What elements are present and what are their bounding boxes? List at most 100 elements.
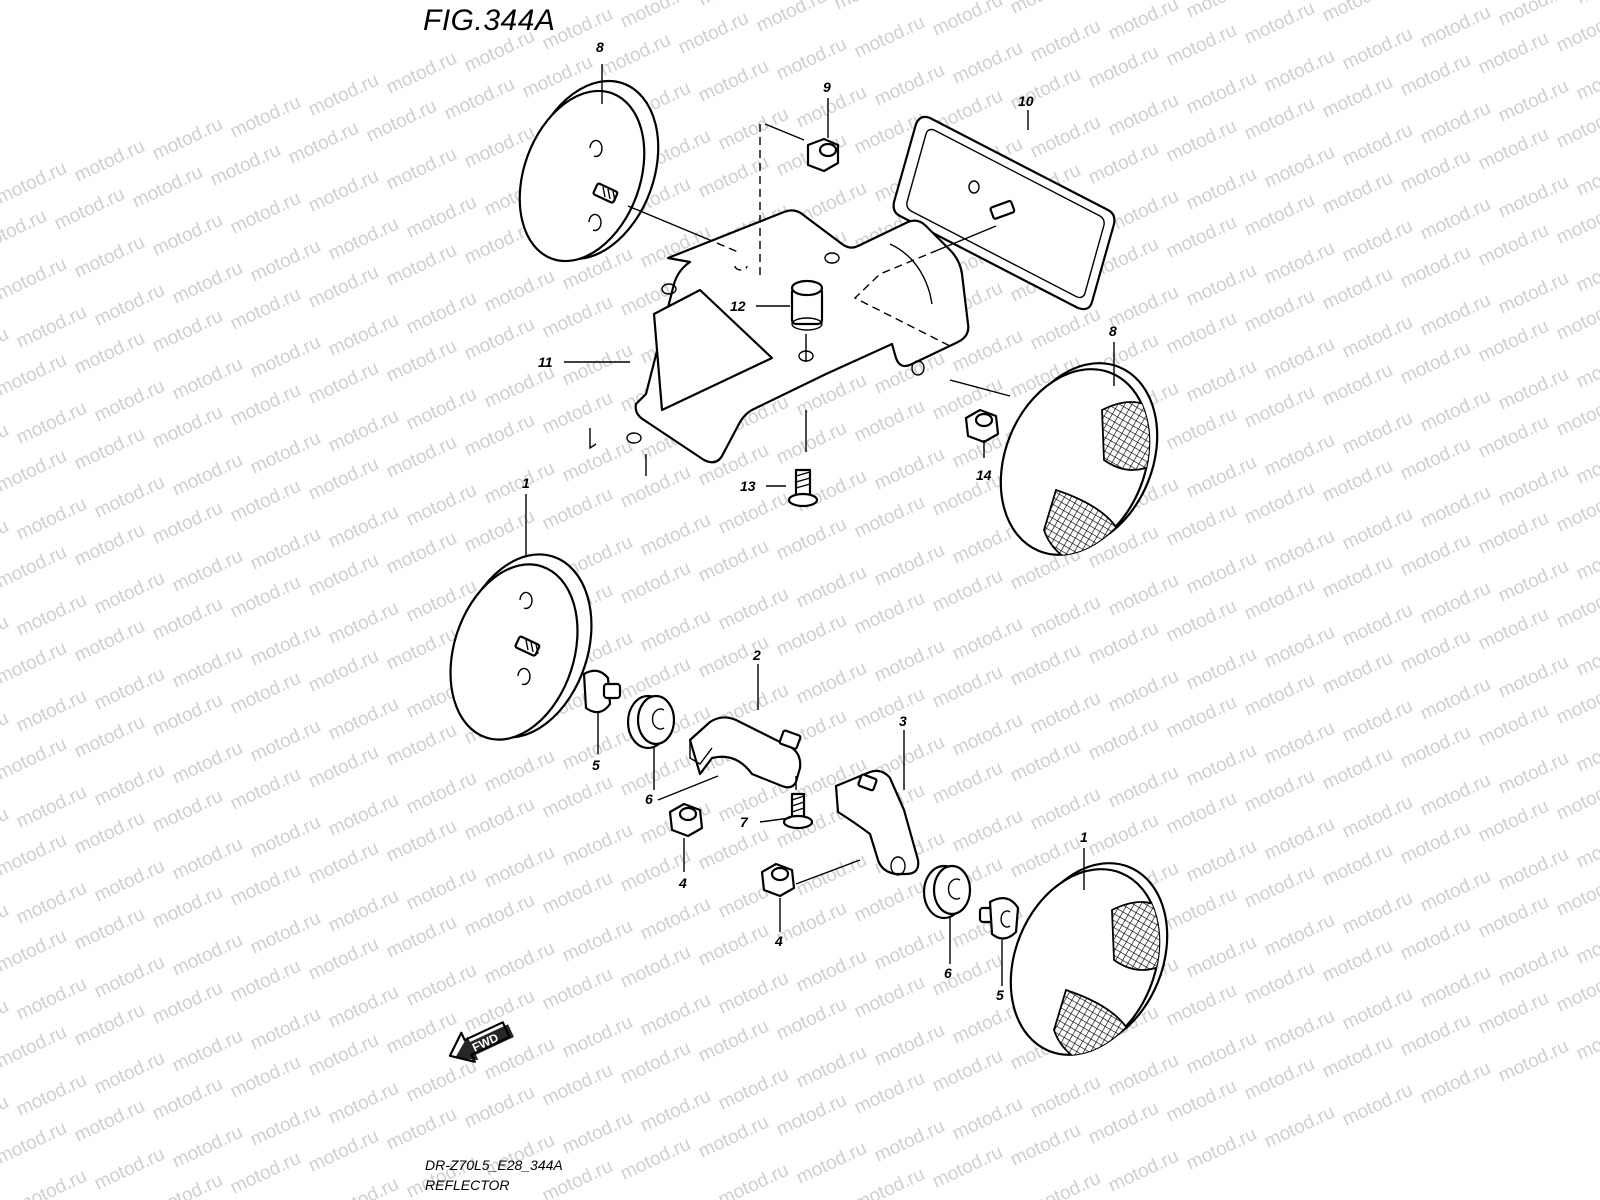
- watermark-text: motod.ru: [1261, 0, 1338, 1]
- watermark-text: motod.ru: [539, 292, 616, 343]
- callout-6-left: 6: [645, 791, 653, 807]
- watermark-text: motod.ru: [285, 118, 362, 169]
- watermark-text: motod.ru: [851, 12, 928, 63]
- watermark-text: motod.ru: [325, 886, 402, 937]
- watermark-text: motod.ru: [871, 540, 948, 591]
- watermark-text: motod.ru: [1241, 478, 1318, 529]
- watermark-text: motod.ru: [1163, 500, 1240, 551]
- watermark-text: motod.ru: [1573, 150, 1600, 201]
- watermark-text: motod.ru: [773, 1090, 850, 1141]
- watermark-text: motod.ru: [1007, 1120, 1084, 1171]
- watermark-text: motod.ru: [0, 638, 70, 689]
- watermark-text: motod.ru: [1319, 72, 1396, 123]
- watermark-text: motod.ru: [325, 406, 402, 457]
- watermark-text: motod.ru: [1397, 530, 1474, 581]
- watermark-text: motod.ru: [1261, 46, 1338, 97]
- watermark-text: motod.ru: [1261, 526, 1338, 577]
- watermark-text: motod.ru: [1339, 504, 1416, 555]
- watermark-text: motod.ru: [149, 306, 226, 357]
- watermark-text: motod.ru: [383, 1104, 460, 1155]
- watermark-text: motod.ru: [403, 480, 480, 531]
- watermark-text: motod.ru: [13, 686, 90, 737]
- watermark-text: motod.ru: [71, 712, 148, 763]
- watermark-text: motod.ru: [0, 1118, 70, 1169]
- watermark-text: motod.ru: [1475, 28, 1552, 79]
- watermark-text: motod.ru: [715, 1064, 792, 1115]
- watermark-text: motod.ru: [1319, 552, 1396, 603]
- watermark-text: motod.ru: [1573, 342, 1600, 393]
- watermark-text: motod.ru: [1183, 548, 1260, 599]
- watermark-text: motod.ru: [1241, 382, 1318, 433]
- watermark-text: motod.ru: [51, 184, 128, 235]
- watermark-text: motod.ru: [1553, 198, 1600, 249]
- watermark-text: motod.ru: [91, 568, 168, 619]
- watermark-text: motod.ru: [227, 860, 304, 911]
- watermark-text: motod.ru: [617, 1134, 694, 1185]
- watermark-text: motod.ru: [1475, 988, 1552, 1039]
- watermark-text: motod.ru: [637, 990, 714, 1041]
- watermark-text: motod.ru: [129, 162, 206, 213]
- watermark-text: motod.ru: [1495, 76, 1572, 127]
- watermark-text: motod.ru: [1261, 910, 1338, 961]
- watermark-text: motod.ru: [1241, 862, 1318, 913]
- watermark-text: motod.ru: [247, 428, 324, 479]
- part-4-nut-mid: [760, 862, 796, 898]
- watermark-text: motod.ru: [1573, 54, 1600, 105]
- watermark-text: motod.ru: [1241, 0, 1318, 49]
- watermark-text: motod.ru: [227, 572, 304, 623]
- watermark-text: motod.ru: [1183, 1124, 1260, 1175]
- watermark-text: motod.ru: [929, 566, 1006, 617]
- part-6-grommet-left: [626, 694, 676, 750]
- watermark-text: motod.ru: [481, 746, 558, 797]
- callout-1-top: 1: [522, 475, 530, 491]
- watermark-text: motod.ru: [1319, 840, 1396, 891]
- watermark-text: motod.ru: [1553, 678, 1600, 729]
- callout-4-left: 4: [678, 875, 687, 891]
- watermark-text: motod.ru: [929, 470, 1006, 521]
- watermark-text: motod.ru: [1339, 216, 1416, 267]
- watermark-text: motod.ru: [1163, 1076, 1240, 1127]
- watermark-text: motod.ru: [149, 210, 226, 261]
- watermark-text: motod.ru: [1475, 220, 1552, 271]
- watermark-text: motod.ru: [1105, 186, 1182, 237]
- watermark-text: motod.ru: [1417, 770, 1494, 821]
- watermark-text: motod.ru: [227, 668, 304, 719]
- watermark-text: motod.ru: [949, 614, 1026, 665]
- watermark-text: motod.ru: [227, 956, 304, 1007]
- watermark-text: motod.ru: [1495, 460, 1572, 511]
- watermark-text: motod.ru: [383, 528, 460, 579]
- watermark-text: motod.ru: [305, 838, 382, 889]
- watermark-text: motod.ru: [169, 1122, 246, 1173]
- watermark-text: motod.ru: [13, 974, 90, 1025]
- watermark-text: motod.ru: [1495, 844, 1572, 895]
- watermark-text: motod.ru: [227, 188, 304, 239]
- watermark-text: motod.ru: [247, 812, 324, 863]
- watermark-text: motod.ru: [0, 1022, 70, 1073]
- watermark-text: motod.ru: [871, 636, 948, 687]
- watermark-text: motod.ru: [481, 842, 558, 893]
- watermark-text: motod.ru: [1105, 1050, 1182, 1101]
- watermark-text: motod.ru: [1417, 98, 1494, 149]
- callout-5-left: 5: [592, 757, 600, 773]
- watermark-text: motod.ru: [1339, 1080, 1416, 1131]
- watermark-text: motod.ru: [0, 254, 70, 305]
- watermark-text: motod.ru: [1495, 364, 1572, 415]
- watermark-text: motod.ru: [851, 588, 928, 639]
- watermark-text: motod.ru: [773, 994, 850, 1045]
- watermark-text: motod.ru: [695, 824, 772, 875]
- watermark-text: motod.ru: [1553, 774, 1600, 825]
- watermark-text: motod.ru: [0, 804, 12, 855]
- fwd-arrow: FWD: [448, 1021, 514, 1063]
- watermark-text: motod.ru: [793, 562, 870, 613]
- watermark-text: motod.ru: [1397, 818, 1474, 869]
- watermark-text: motod.ru: [403, 864, 480, 915]
- part-1-reflector-back: [449, 553, 593, 741]
- watermark-text: motod.ru: [1241, 1054, 1318, 1105]
- watermark-text: motod.ru: [929, 662, 1006, 713]
- watermark-text: motod.ru: [1417, 2, 1494, 53]
- watermark-text: motod.ru: [1319, 264, 1396, 315]
- watermark-text: motod.ru: [481, 938, 558, 989]
- watermark-text: motod.ru: [1163, 980, 1240, 1031]
- watermark-text: motod.ru: [305, 358, 382, 409]
- watermark-text: motod.ru: [383, 48, 460, 99]
